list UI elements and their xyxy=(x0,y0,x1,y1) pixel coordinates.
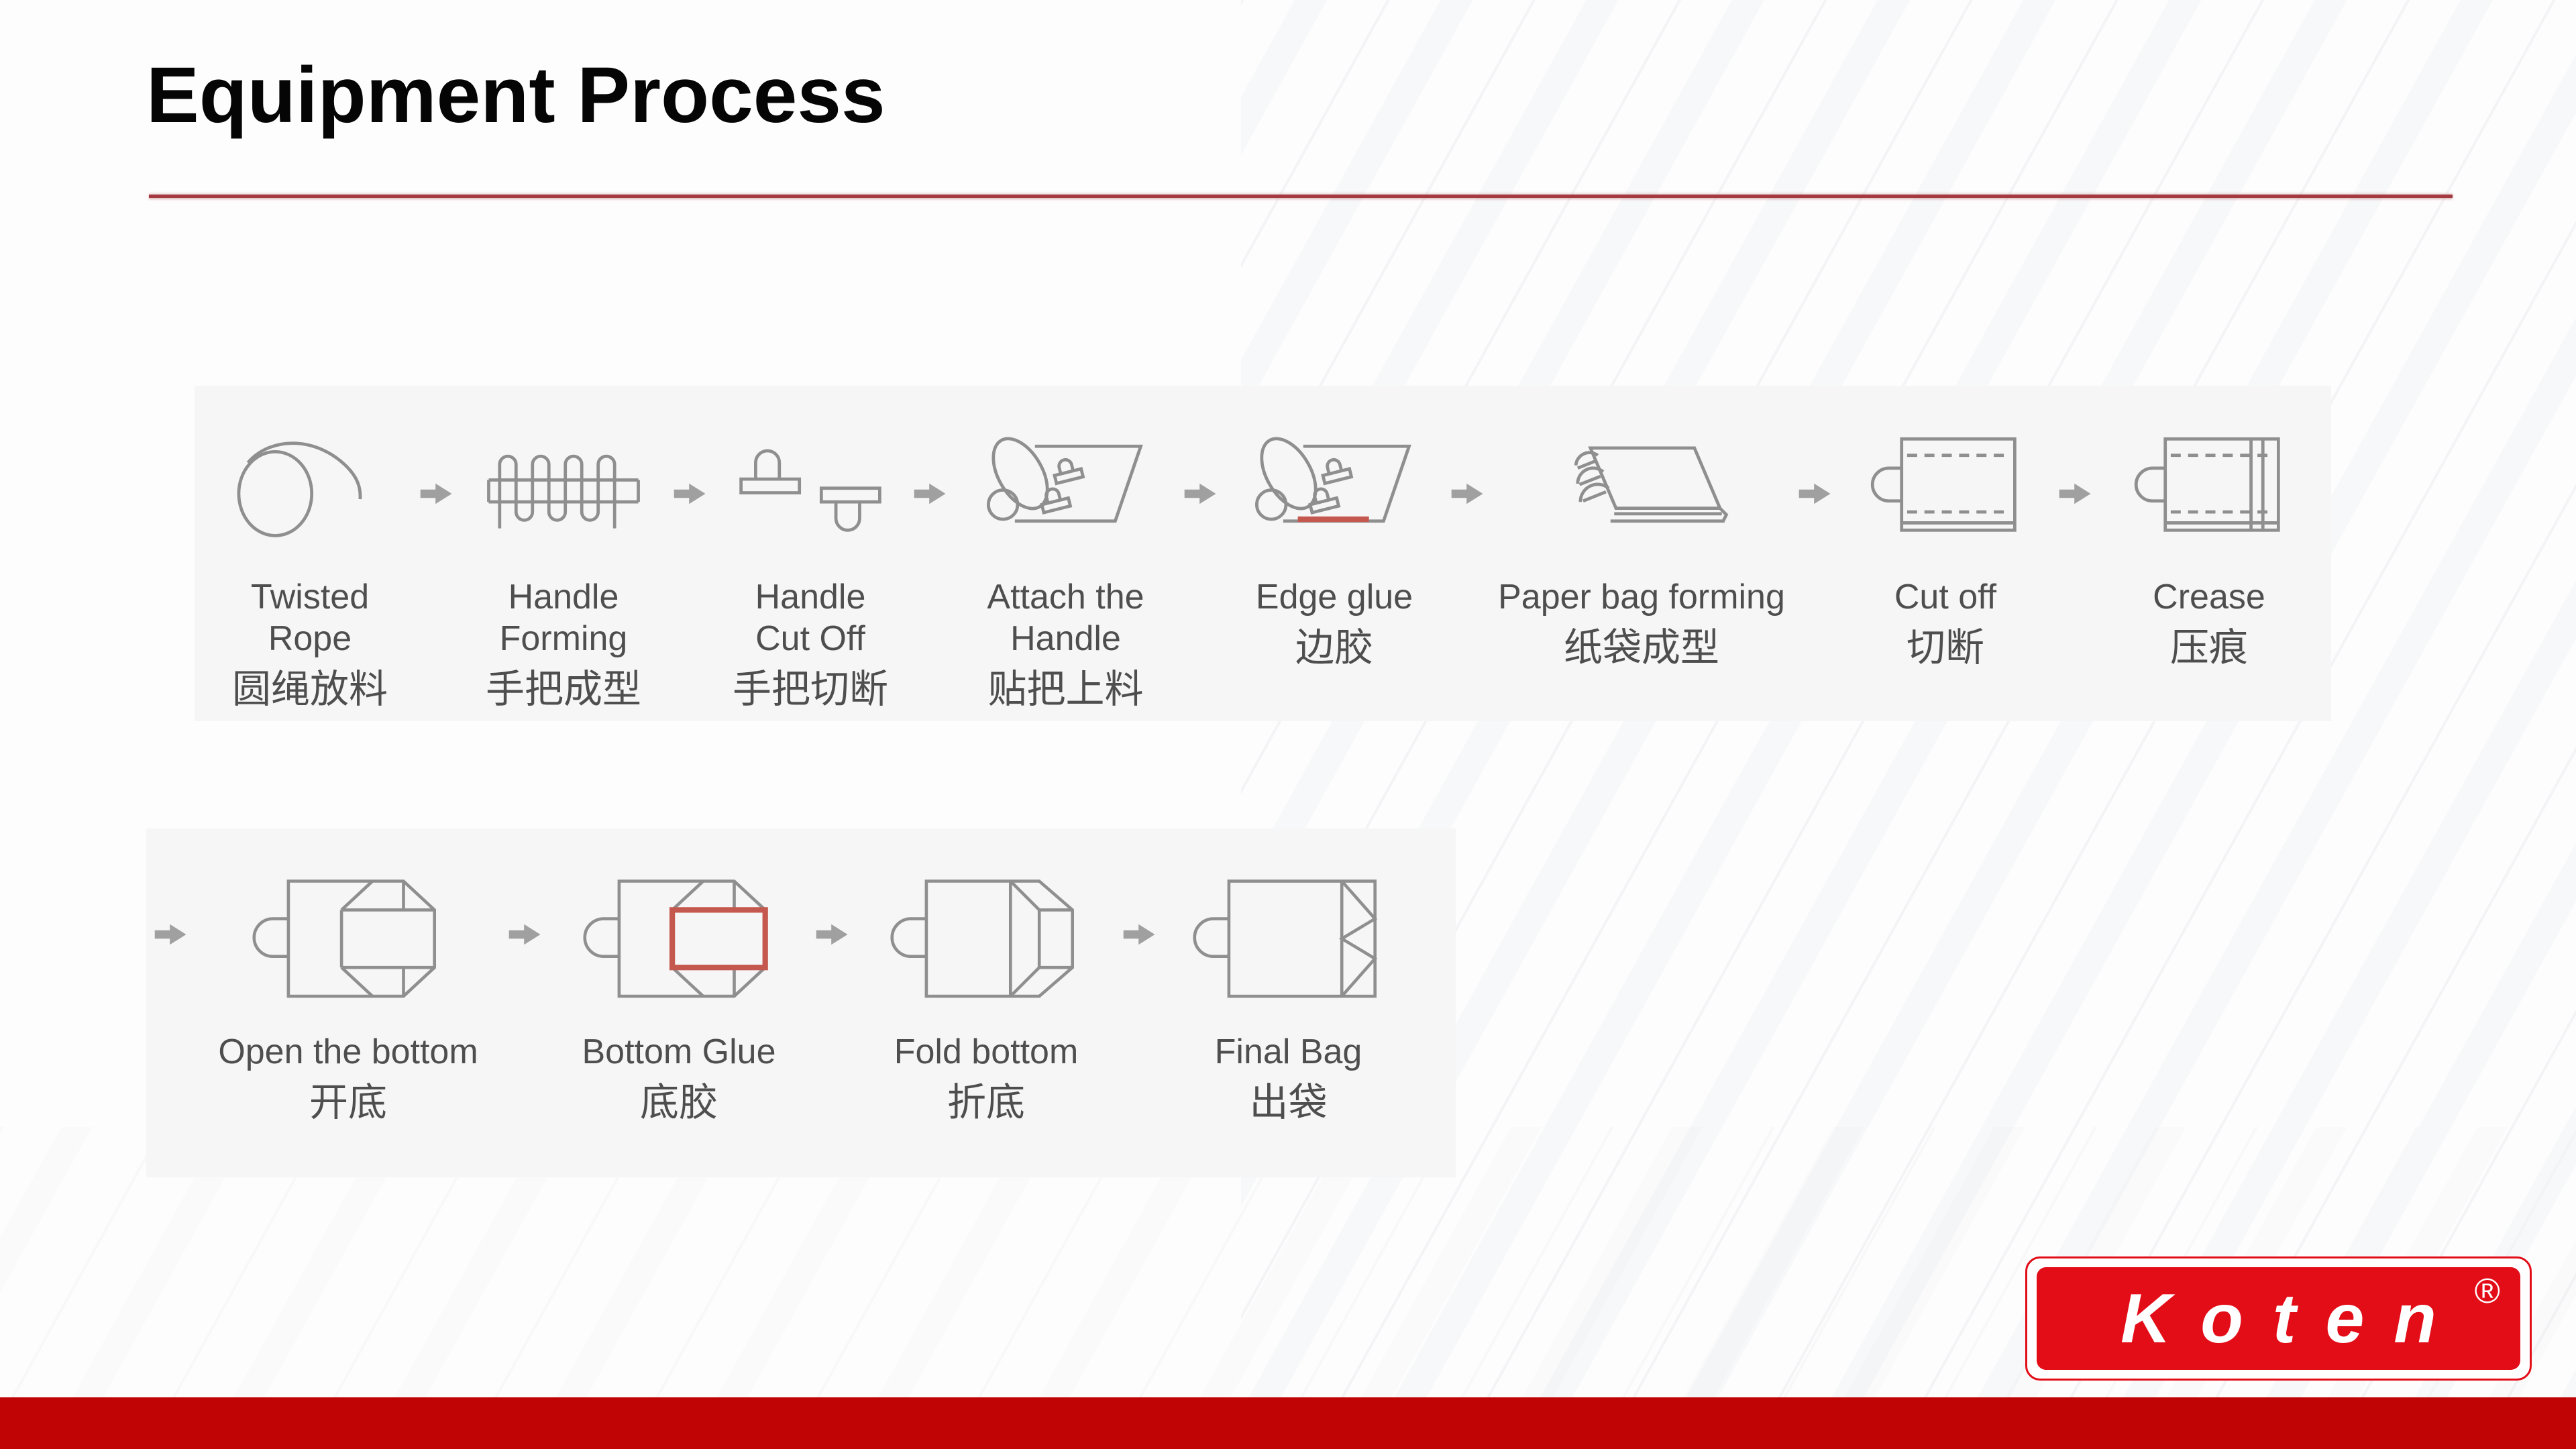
process-step-paper-bag-forming: Paper bag forming 纸袋成型 xyxy=(1487,403,1796,672)
open-bottom-icon xyxy=(191,858,506,1026)
process-step-bottom-glue: Bottom Glue 底胶 xyxy=(545,858,813,1126)
step-label-zh: 边胶 xyxy=(1295,626,1373,669)
step-label: Final Bag 出袋 xyxy=(1215,1031,1362,1126)
process-step-fold-bottom: Fold bottom 折底 xyxy=(852,858,1120,1126)
process-step-crease: Crease 压痕 xyxy=(2095,403,2323,672)
step-label-en: Handle xyxy=(508,578,619,616)
flow-arrow-icon xyxy=(2056,481,2095,506)
step-label: Edge glue 边胶 xyxy=(1256,576,1413,672)
step-label-zh: 纸袋成型 xyxy=(1563,626,1719,669)
process-step-open-bottom: Open the bottom 开底 xyxy=(191,858,506,1126)
step-label: Cut off 切断 xyxy=(1894,576,1996,672)
koten-logo-plate: Koten ® xyxy=(2037,1267,2520,1370)
cut-off-icon xyxy=(1835,403,2056,571)
handle-forming-icon xyxy=(456,403,671,571)
step-label-zh: 出袋 xyxy=(1249,1081,1328,1124)
step-label-en: Rope xyxy=(268,619,352,658)
step-label-en: Open the bottom xyxy=(218,1032,478,1071)
process-row-2: Open the bottom 开底 Bottom Glue 底胶 Fold botto… xyxy=(146,828,1456,1177)
flow-arrow-icon xyxy=(911,481,950,506)
step-label-en: Crease xyxy=(2153,578,2265,616)
process-step-edge-glue: Edge glue 边胶 xyxy=(1220,403,1448,672)
step-label-zh: 贴把上料 xyxy=(987,667,1144,711)
bottom-glue-icon xyxy=(545,858,813,1026)
step-label-en: Final Bag xyxy=(1214,1032,1362,1071)
step-label-en: Paper bag forming xyxy=(1498,578,1785,616)
step-label-en: Handle xyxy=(755,578,866,616)
step-label-en: Cut off xyxy=(1894,578,1997,616)
paper-bag-forming-icon xyxy=(1487,403,1796,571)
koten-logo-text: Koten xyxy=(2121,1279,2466,1358)
step-label-en: Attach the xyxy=(987,578,1144,616)
step-label-en: Twisted xyxy=(250,578,370,616)
step-label-en: Cut Off xyxy=(755,619,865,658)
koten-logo: Koten ® xyxy=(2025,1256,2532,1381)
flow-arrow-icon xyxy=(1448,481,1487,506)
step-label: Fold bottom 折底 xyxy=(894,1031,1079,1126)
step-label-zh: 手把切断 xyxy=(732,667,888,711)
flow-arrow-icon xyxy=(152,922,191,947)
fold-bottom-icon xyxy=(852,858,1120,1026)
flow-arrow-icon xyxy=(1120,922,1159,947)
footer-bar xyxy=(0,1397,2576,1449)
final-bag-icon xyxy=(1159,858,1417,1026)
registered-mark-icon: ® xyxy=(2474,1272,2500,1311)
flow-arrow-icon xyxy=(417,481,456,506)
page-title: Equipment Process xyxy=(146,51,885,140)
title-underline xyxy=(149,195,2453,198)
step-label-zh: 手把成型 xyxy=(485,667,641,711)
step-label-en: Edge glue xyxy=(1255,578,1413,616)
step-label-zh: 开底 xyxy=(309,1081,387,1124)
flow-arrow-icon xyxy=(506,922,545,947)
step-label-zh: 压痕 xyxy=(2169,626,2248,669)
step-label-zh: 底胶 xyxy=(639,1081,718,1124)
step-label: Bottom Glue 底胶 xyxy=(582,1031,775,1126)
attach-handle-icon xyxy=(950,403,1181,571)
handle-cut-off-icon xyxy=(710,403,911,571)
twisted-rope-icon xyxy=(203,403,417,571)
process-step-cut-off: Cut off 切断 xyxy=(1835,403,2056,672)
step-label: Crease 压痕 xyxy=(2153,576,2265,672)
edge-glue-icon xyxy=(1220,403,1448,571)
step-label-zh: 切断 xyxy=(1906,626,1984,669)
process-step-final-bag: Final Bag 出袋 xyxy=(1159,858,1417,1126)
step-label-en: Bottom Glue xyxy=(582,1032,776,1071)
crease-icon xyxy=(2095,403,2323,571)
step-label: Open the bottom 开底 xyxy=(218,1031,478,1126)
background-texture-right xyxy=(1241,0,2576,1449)
flow-arrow-icon xyxy=(1796,481,1835,506)
step-label-zh: 圆绳放料 xyxy=(231,667,388,711)
step-label: Paper bag forming 纸袋成型 xyxy=(1498,576,1785,672)
step-label-en: Handle xyxy=(1010,619,1121,658)
step-label-en: Fold bottom xyxy=(894,1032,1079,1071)
flow-arrow-icon xyxy=(671,481,710,506)
step-label-en: Forming xyxy=(499,619,628,658)
flow-arrow-icon xyxy=(1181,481,1220,506)
step-label-zh: 折底 xyxy=(947,1081,1025,1124)
flow-arrow-icon xyxy=(813,922,852,947)
